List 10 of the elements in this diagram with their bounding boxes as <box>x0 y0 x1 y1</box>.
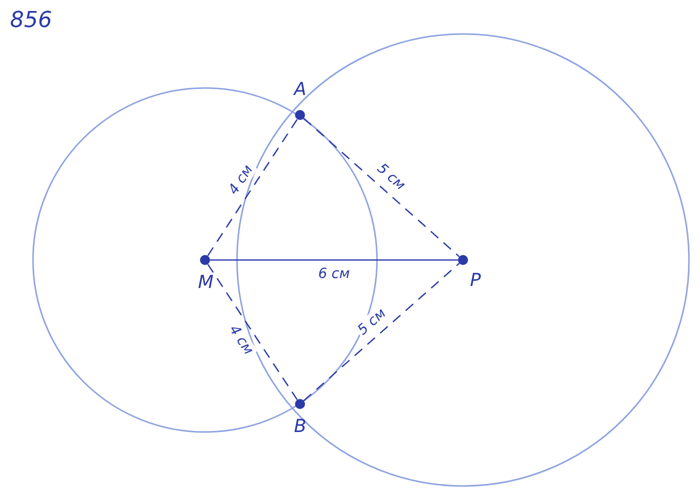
point-label: М <box>198 273 214 293</box>
point-label: В <box>294 417 306 437</box>
line-segment <box>210 259 458 261</box>
line-segment <box>303 262 460 402</box>
line-segment <box>303 118 460 258</box>
point-label: Р <box>470 271 481 291</box>
line-segment <box>207 264 298 400</box>
point-label: А <box>294 80 306 100</box>
problem-number: 856 <box>10 8 52 33</box>
line-segment <box>207 118 298 256</box>
